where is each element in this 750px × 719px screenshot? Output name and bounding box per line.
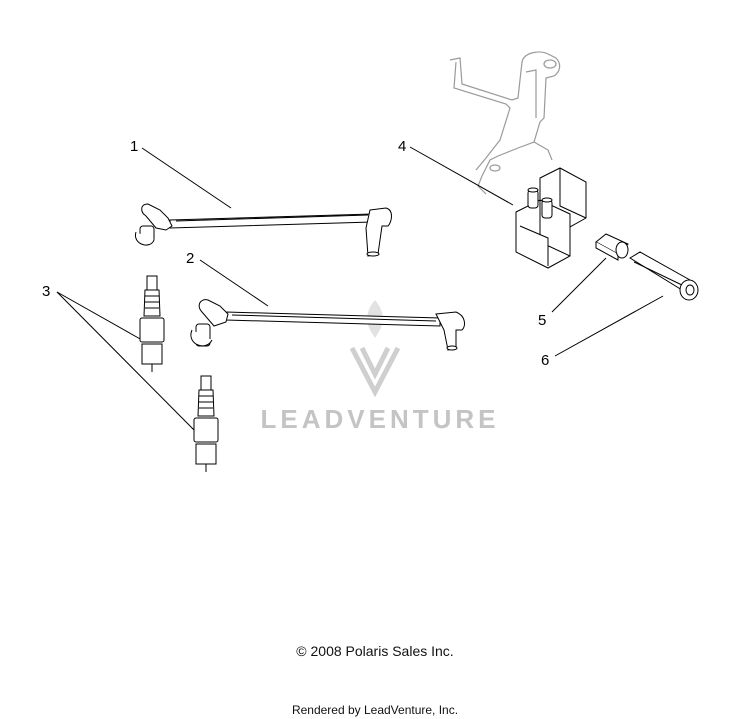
- bolt: [629, 251, 699, 301]
- leader-line-5: [551, 257, 607, 313]
- spark-plug-wire-1: [134, 203, 392, 257]
- leader-line-2: [199, 259, 269, 307]
- spark-plug-wire-2: [190, 299, 465, 351]
- mounting-bracket: [449, 51, 561, 195]
- spark-plug-lower: [193, 375, 219, 472]
- leadventure-flame-logo: [349, 300, 401, 398]
- callout-6: 6: [541, 352, 550, 369]
- callout-5: 5: [538, 312, 547, 329]
- callout-1: 1: [130, 138, 139, 155]
- spacer: [595, 233, 629, 261]
- leader-line-3a: [56, 291, 143, 341]
- leader-line-1: [141, 147, 232, 209]
- watermark-text: LEADVENTURE: [260, 404, 500, 434]
- callout-3: 3: [42, 283, 51, 300]
- callout-4: 4: [398, 138, 407, 155]
- leader-line-4: [409, 146, 514, 206]
- ignition-coil: [515, 167, 587, 269]
- callout-2: 2: [186, 250, 195, 267]
- leader-line-6: [554, 295, 664, 357]
- spark-plug-upper: [139, 275, 165, 372]
- leader-line-3b: [56, 291, 201, 437]
- leader-lines: [56, 146, 664, 437]
- rendered-by-notice: Rendered by LeadVenture, Inc.: [291, 703, 459, 717]
- copyright-notice: © 2008 Polaris Sales Inc.: [296, 643, 454, 659]
